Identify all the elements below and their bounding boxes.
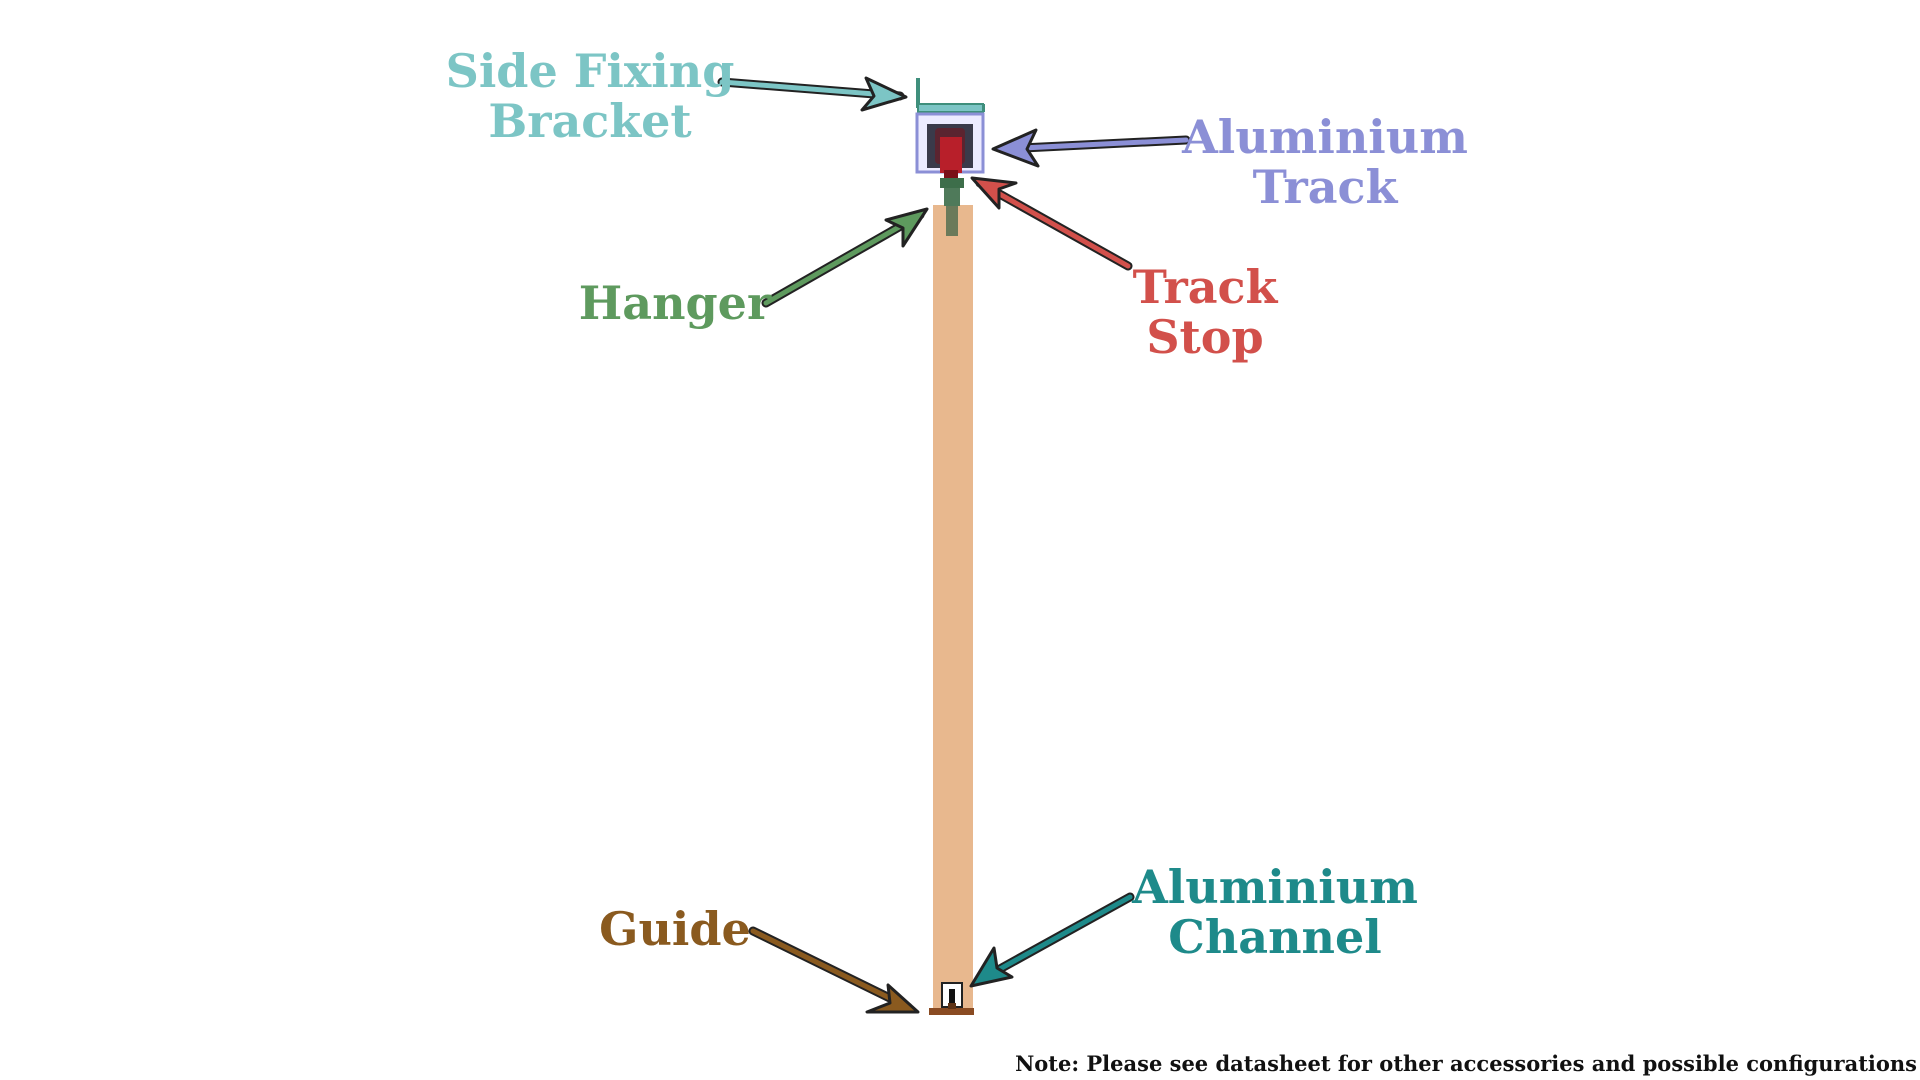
arrow-aluminium-track	[991, 128, 1191, 168]
hanger	[940, 178, 964, 236]
label-side-fixing-bracket-line1: Side Fixing	[445, 44, 735, 98]
guide	[929, 1003, 974, 1015]
track-stop	[940, 137, 962, 178]
label-aluminium-channel: Aluminium Channel	[1115, 862, 1435, 962]
label-aluminium-channel-line2: Channel	[1168, 910, 1382, 964]
label-aluminium-track-line1: Aluminium	[1182, 110, 1468, 164]
label-guide-text: Guide	[599, 902, 751, 956]
label-track-stop-line2: Stop	[1146, 310, 1264, 364]
arrow-guide	[748, 926, 920, 1014]
label-guide: Guide	[560, 904, 790, 954]
footnote: Note: Please see datasheet for other acc…	[1015, 1051, 1917, 1076]
side-fixing-bracket	[916, 78, 985, 113]
label-aluminium-track: Aluminium Track	[1165, 112, 1485, 212]
label-hanger: Hanger	[555, 278, 795, 328]
label-hanger-text: Hanger	[578, 276, 772, 330]
arrow-aluminium-channel	[969, 892, 1135, 988]
label-side-fixing-bracket-line2: Bracket	[488, 94, 692, 148]
label-track-stop: Track Stop	[1085, 262, 1325, 362]
label-side-fixing-bracket: Side Fixing Bracket	[430, 46, 750, 146]
door-panel	[933, 205, 973, 1010]
label-track-stop-line1: Track	[1132, 260, 1278, 314]
arrow-track-stop	[970, 176, 1133, 271]
arrow-side-fixing-bracket	[717, 76, 908, 112]
label-aluminium-channel-line1: Aluminium	[1132, 860, 1418, 914]
label-aluminium-track-line2: Track	[1252, 160, 1398, 214]
arrow-hanger	[761, 207, 929, 308]
